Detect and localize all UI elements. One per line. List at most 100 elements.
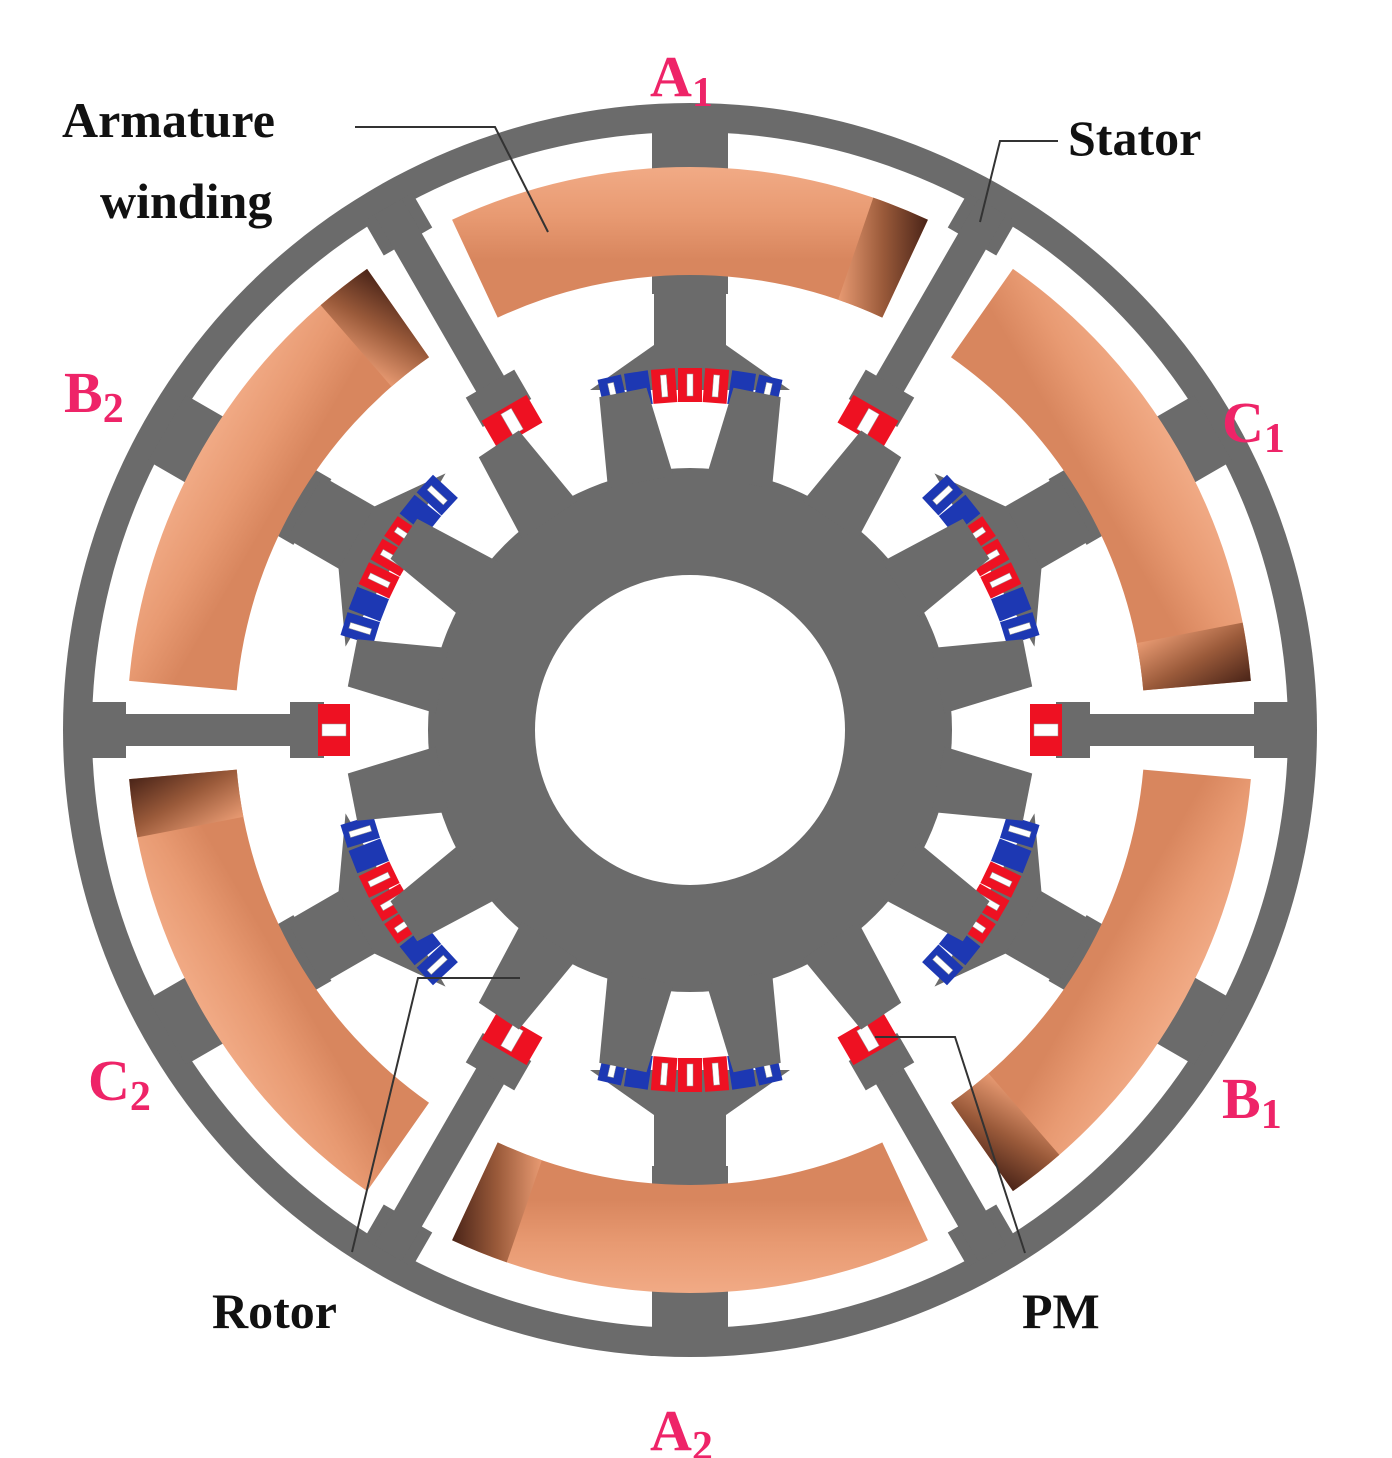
armature-leader: [355, 126, 549, 233]
phase-letter: B: [1222, 1066, 1261, 1131]
rotor-leader: [351, 977, 520, 1253]
pm-segment: [938, 494, 981, 535]
armature-winding-label-line1: Armature: [62, 92, 275, 148]
rotor-tooth: [881, 518, 990, 618]
armature-coil: [452, 167, 928, 318]
stator-label: Stator: [1068, 110, 1201, 166]
pm-segment: [348, 586, 389, 622]
pm-arrow: [989, 871, 1013, 888]
pm-arrow: [711, 374, 720, 398]
pm-segment: [416, 944, 458, 986]
phase-label-c1: C1: [1222, 390, 1285, 462]
phase-subscript: 2: [692, 1424, 713, 1458]
phase-subscript: 1: [1264, 416, 1285, 462]
pm-block: [991, 838, 1032, 874]
armature-winding-label-line2: winding: [100, 173, 272, 229]
pm-arrow: [1008, 825, 1032, 838]
pm-segment: [938, 925, 981, 966]
pm-segment: [340, 814, 381, 848]
pm-segment: [980, 562, 1022, 599]
armature-coil: [950, 769, 1251, 1192]
stator-spoke-tip: [290, 702, 324, 758]
pm-segment: [999, 814, 1040, 848]
stator-spoke: [374, 1011, 543, 1262]
pm-arrow: [426, 485, 448, 506]
rotor-tooth: [390, 518, 499, 618]
pm-arrow: [348, 825, 372, 838]
pm-segment: [650, 368, 678, 404]
pm-block: [938, 494, 981, 535]
pm-arrow: [426, 954, 448, 975]
pm-segment: [991, 838, 1032, 874]
stator-spoke: [837, 198, 1006, 449]
pm-segment: [348, 838, 389, 874]
pm-arrow: [660, 1062, 669, 1086]
stator-spoke-bar: [374, 1063, 507, 1262]
pm-segment: [702, 1056, 730, 1092]
coil-body: [452, 1142, 928, 1293]
phase-subscript: 1: [1261, 1092, 1282, 1138]
pm-segment: [678, 368, 702, 402]
coil-body: [129, 769, 430, 1192]
pm-arrow: [932, 954, 954, 975]
pm-segment: [678, 1058, 702, 1092]
pm-arrow: [348, 622, 372, 635]
leader-lines: [351, 126, 1058, 1254]
pm-arrow: [660, 374, 669, 398]
pm-arrow: [367, 871, 391, 888]
stator-pole-shank: [654, 285, 726, 355]
coil-body: [950, 769, 1251, 1192]
stator-spoke-tip: [848, 369, 915, 428]
pm-segment: [980, 861, 1022, 898]
pm-tip-arrow: [321, 723, 347, 737]
pm-block: [348, 586, 389, 622]
rotor-tooth: [931, 639, 1033, 714]
pm-block: [991, 586, 1032, 622]
rotor-tooth: [599, 387, 674, 489]
armature-coil: [129, 769, 430, 1192]
rotor-tooth: [390, 842, 499, 942]
rotor-tooth: [706, 387, 781, 489]
rotor-tooth: [706, 971, 781, 1073]
coil-shaded-end: [1136, 622, 1251, 691]
pm-arrow: [711, 1062, 720, 1086]
phase-letter: C: [88, 1048, 130, 1113]
stator-spoke: [374, 198, 543, 449]
pm-label: PM: [1022, 1283, 1100, 1339]
pm-segment: [358, 562, 400, 599]
phase-subscript: 2: [103, 386, 124, 432]
pm-segment: [340, 612, 381, 646]
stator-leader: [979, 140, 1058, 223]
rotor-tooth: [599, 971, 674, 1073]
phase-subscript: 2: [130, 1074, 151, 1120]
pm-arrow: [367, 572, 391, 589]
coil-body: [129, 268, 430, 691]
stator-spoke-tip: [1056, 702, 1090, 758]
rotor: [347, 387, 1033, 1073]
coil-shaded-end: [838, 197, 928, 318]
rotor-bore: [535, 575, 845, 885]
pm-segment: [922, 474, 964, 516]
stator-pole-shank: [654, 1105, 726, 1175]
coil-shaded-end: [452, 1142, 542, 1263]
stator-spoke: [837, 1011, 1006, 1262]
rotor-tooth: [802, 921, 902, 1030]
pm-tip-arrow: [1033, 723, 1059, 737]
armature-coils: [129, 167, 1251, 1293]
rotor-tooth: [881, 842, 990, 942]
rotor-label: Rotor: [212, 1283, 337, 1339]
stator-spoke: [86, 702, 350, 758]
rotor-tooth: [931, 746, 1033, 821]
pm-block: [348, 838, 389, 874]
phase-letter: A: [650, 44, 692, 109]
phase-subscript: 1: [692, 70, 713, 116]
pm-segment: [399, 494, 442, 535]
pm-block: [399, 925, 442, 966]
coil-body: [452, 167, 928, 318]
pm-leader: [875, 1036, 1026, 1254]
stator-spoke-bar: [873, 198, 1006, 397]
phase-label-b1: B1: [1222, 1066, 1282, 1138]
phase-letter: B: [64, 360, 103, 425]
phase-label-b2: B2: [64, 360, 124, 432]
